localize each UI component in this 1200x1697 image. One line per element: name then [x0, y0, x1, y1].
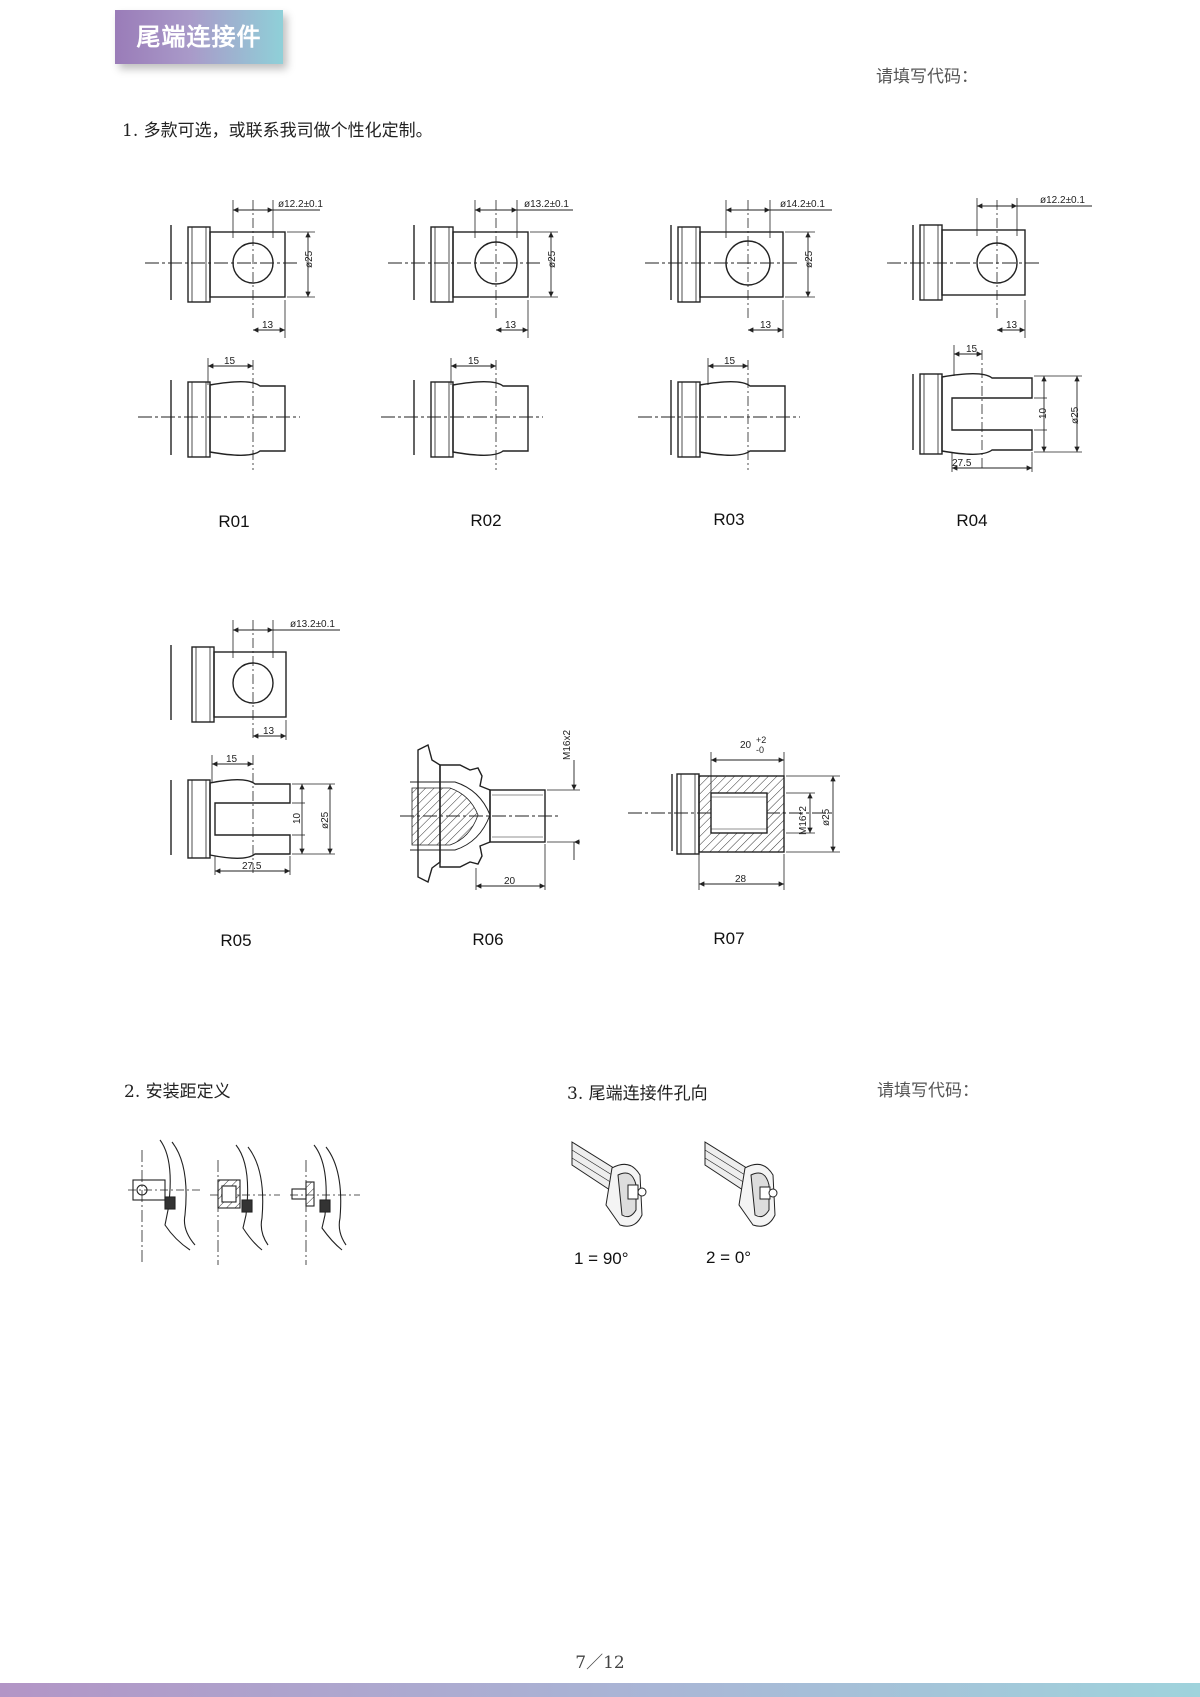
r01-side-dim: 15: [224, 356, 236, 367]
orientation-label-0: 2 = 0°: [706, 1248, 752, 1267]
r05-dia-dim: ø25: [320, 811, 331, 829]
r01-hole-dim: ø12.2±0.1: [278, 199, 323, 210]
part-label-r04: R04: [956, 511, 988, 530]
code-label-top: 请填写代码：: [876, 67, 978, 87]
part-label-r05: R05: [220, 931, 252, 950]
r03-dia-dim: ø25: [804, 250, 815, 268]
r04-top-view: [887, 198, 1092, 338]
r06-len-dim: 20: [504, 876, 516, 887]
part-label-r06: R06: [472, 930, 504, 949]
r07-dia-dim: ø25: [821, 808, 832, 826]
section-1-heading: 1. 多款可选，或联系我司做个性化定制。: [122, 121, 433, 141]
install-distance-sketches: [128, 1139, 360, 1265]
r04-len-dim: 27.5: [952, 458, 972, 469]
r01-top-view: [145, 200, 320, 338]
r05-side-dim: 15: [226, 754, 238, 765]
r02-dia-dim: ø25: [547, 250, 558, 268]
orientation-label-90: 1 = 90°: [574, 1249, 629, 1268]
page-number: 7／12: [575, 1653, 625, 1673]
r01-dia-dim: ø25: [304, 250, 315, 268]
r04-side-view: [912, 345, 1082, 472]
r02-side-view: [381, 358, 543, 470]
r05-slot-dim: 10: [292, 812, 303, 824]
r06-drawing: [400, 743, 580, 890]
r03-dist-dim: 13: [760, 320, 772, 331]
r02-hole-dim: ø13.2±0.1: [524, 199, 569, 210]
r07-thread-dim: M16*2: [798, 806, 809, 835]
r03-side-view: [638, 358, 800, 470]
orientation-0-illustration: [704, 1141, 778, 1227]
r03-side-dim: 15: [724, 356, 736, 367]
r05-len-dim: 27.5: [242, 861, 262, 872]
section-2-heading: 2. 安装距定义: [124, 1082, 231, 1102]
r04-hole-dim: ø12.2±0.1: [1040, 195, 1085, 206]
r07-len-dim: 28: [735, 874, 747, 885]
r05-top-view: [170, 620, 340, 740]
r05-side-view: [170, 755, 335, 875]
r04-slot-dim: 10: [1038, 407, 1049, 419]
r04-dia-dim: ø25: [1070, 406, 1081, 424]
r01-dist-dim: 13: [262, 320, 274, 331]
r02-side-dim: 15: [468, 356, 480, 367]
r07-tol-plus: +2: [756, 735, 766, 745]
r07-tol-minus: -0: [756, 745, 764, 755]
r07-drawing: [628, 752, 840, 890]
r04-side-dim: 15: [966, 344, 978, 355]
r01-side-view: [138, 358, 300, 470]
orientation-90-illustration: [571, 1141, 647, 1227]
r05-dist-dim: 13: [263, 726, 275, 737]
r06-thread-dim: M16x2: [562, 730, 573, 760]
section-3-heading: 3. 尾端连接件孔向: [567, 1084, 708, 1104]
footer-gradient-bar: [0, 1683, 1200, 1697]
r03-hole-dim: ø14.2±0.1: [780, 199, 825, 210]
r03-top-view: [645, 200, 832, 338]
r02-top-view: [388, 200, 573, 338]
page-title-badge: 尾端连接件: [115, 10, 283, 64]
code-label-bottom: 请填写代码：: [877, 1081, 979, 1101]
part-label-r01: R01: [218, 512, 250, 531]
part-label-r02: R02: [470, 511, 502, 530]
part-label-r07: R07: [713, 929, 745, 948]
r02-dist-dim: 13: [505, 320, 517, 331]
r05-hole-dim: ø13.2±0.1: [290, 619, 335, 630]
r04-dist-dim: 13: [1006, 320, 1018, 331]
r07-depth-dim: 20: [740, 740, 752, 751]
part-label-r03: R03: [713, 510, 745, 529]
